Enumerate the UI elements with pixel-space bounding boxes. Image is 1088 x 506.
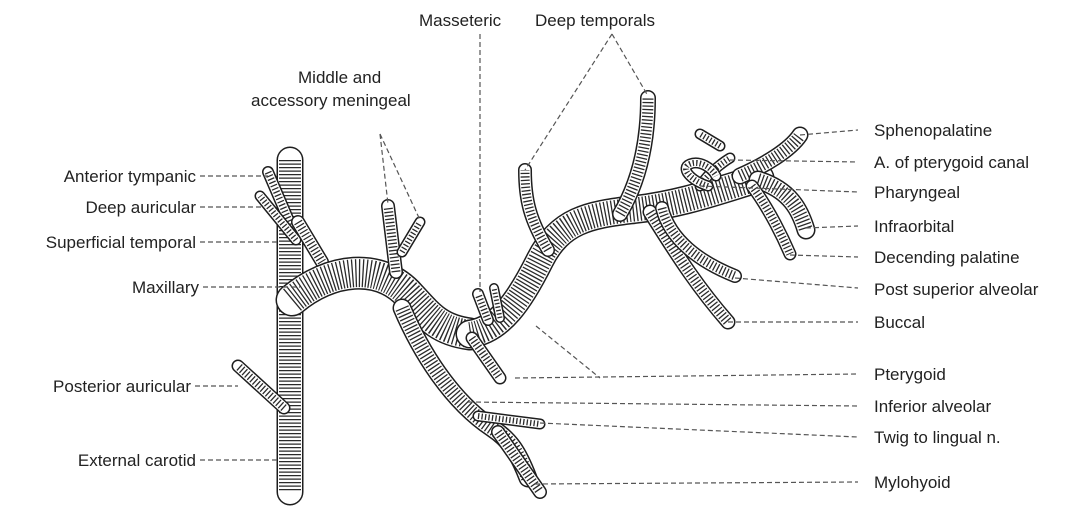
pharyngeal-loop-vessel (686, 163, 716, 186)
sphenopalatine-vessel (740, 135, 800, 176)
label-deep-temporals: Deep temporals (535, 11, 655, 30)
leader-sphenopalatine (800, 130, 858, 135)
maxillary-first-part-vessel (292, 273, 470, 334)
label-post-superior-alveolar: Post superior alveolar (874, 280, 1039, 299)
leader-mylohyoid (535, 482, 858, 484)
greater-palatine-upper-vessel (700, 134, 720, 146)
leader-inferior-alveolar (468, 402, 858, 406)
leader-deep-temporals-b (612, 34, 648, 96)
leader-decending-palatine (790, 255, 858, 257)
label-buccal: Buccal (874, 313, 925, 332)
label-external-carotid: External carotid (78, 451, 196, 470)
label-posterior-auricular: Posterior auricular (53, 377, 191, 396)
label-pharyngeal: Pharyngeal (874, 183, 960, 202)
leader-twig-to-lingual (540, 423, 858, 437)
label-maxillary: Maxillary (132, 278, 200, 297)
leader-post-superior-alveolar (735, 278, 858, 288)
deep-temporal-1-vessel (525, 170, 548, 250)
leader-pterygoid-b (536, 326, 600, 378)
label-masseteric: Masseteric (419, 11, 502, 30)
label-sphenopalatine: Sphenopalatine (874, 121, 992, 140)
artery-vessels (238, 98, 806, 492)
label-decending-palatine: Decending palatine (874, 248, 1020, 267)
leader-pterygoid-canal (730, 160, 858, 162)
label-inferior-alveolar: Inferior alveolar (874, 397, 992, 416)
label-pterygoid-canal: A. of pterygoid canal (874, 153, 1029, 172)
meningeal-vessel (388, 206, 396, 272)
leader-pterygoid-a (515, 374, 858, 378)
label-middle-meningeal-line2: accessory meningeal (251, 91, 411, 110)
label-pterygoid: Pterygoid (874, 365, 946, 384)
pterygoid-2-vessel (494, 288, 500, 318)
label-middle-meningeal-line1: Middle and (298, 68, 381, 87)
label-twig-to-lingual: Twig to lingual n. (874, 428, 1001, 447)
label-mylohyoid: Mylohyoid (874, 473, 951, 492)
accessory-meningeal-vessel (402, 222, 420, 252)
leader-deep-temporals-a (525, 34, 612, 170)
post-superior-alveolar-vessel (662, 208, 735, 276)
leader-meningeal-a (380, 134, 388, 204)
label-deep-auricular: Deep auricular (85, 198, 196, 217)
label-superficial-temporal: Superficial temporal (46, 233, 196, 252)
label-anterior-tympanic: Anterior tympanic (64, 167, 197, 186)
label-infraorbital: Infraorbital (874, 217, 954, 236)
